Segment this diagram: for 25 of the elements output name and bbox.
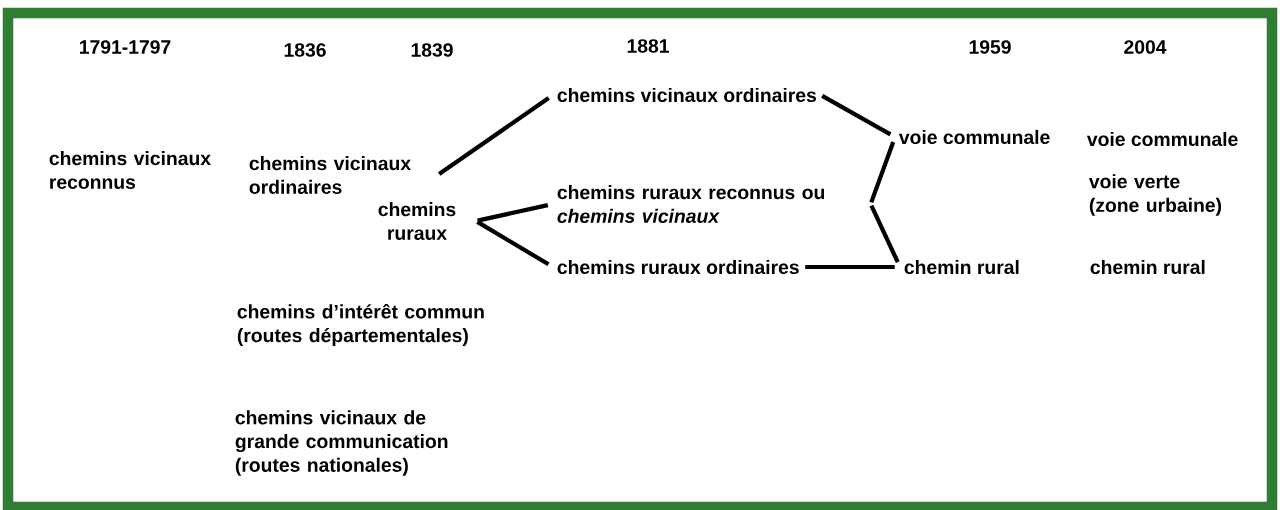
- connector-line: [477, 203, 549, 223]
- road-class-label: chemins vicinaux ordinaires: [557, 87, 816, 103]
- road-class-label: chemin rural: [1090, 259, 1205, 275]
- road-class-label: voie communale: [898, 129, 1050, 145]
- road-class-label: chemins ruraux reconnus ou chemins vicinaux: [557, 185, 825, 223]
- road-class-label: voie verte (zone urbaine): [1088, 174, 1222, 216]
- connector-line: [821, 94, 892, 137]
- road-class-label: chemins ruraux: [378, 202, 456, 240]
- year-label: 1839: [411, 43, 453, 57]
- connector-line: [869, 204, 900, 264]
- road-class-label: chemins ruraux ordinaires: [557, 259, 799, 275]
- road-class-label: chemins d’intérêt commun (routes départementales): [237, 303, 484, 347]
- year-label: 1836: [284, 43, 326, 57]
- road-class-label: chemins vicinaux reconnus: [49, 151, 211, 189]
- connector-line: [437, 96, 550, 176]
- year-label: 1959: [969, 40, 1011, 54]
- connector-line: [476, 220, 550, 267]
- road-class-label: voie communale: [1086, 131, 1238, 147]
- year-label: 1791-1797: [80, 40, 171, 54]
- year-label: 1881: [627, 39, 669, 53]
- road-class-label: chemin rural: [904, 259, 1019, 275]
- connector-line: [869, 141, 896, 204]
- road-class-label: chemins vicinaux de grande communication (routes nationales): [235, 410, 448, 476]
- year-label: 2004: [1124, 40, 1167, 54]
- connector-line: [805, 264, 895, 270]
